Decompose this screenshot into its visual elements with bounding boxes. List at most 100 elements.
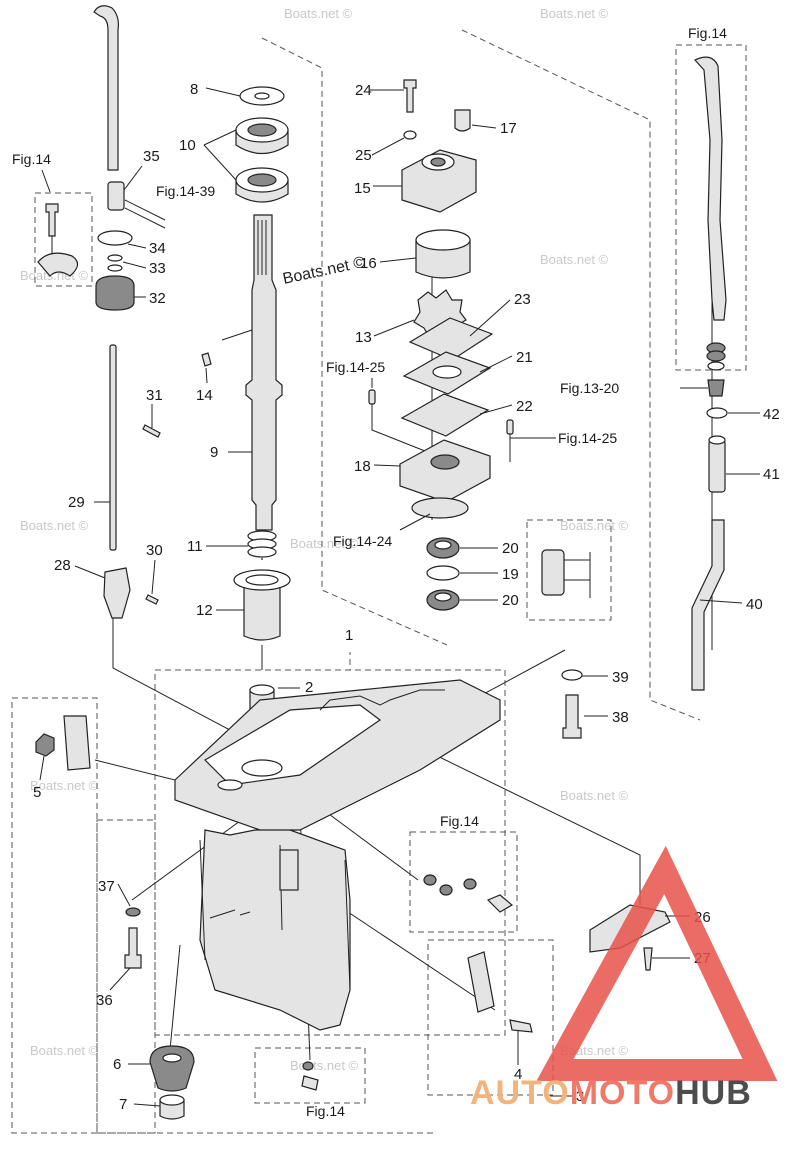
tube-41-part: [708, 435, 726, 493]
fig-ref-bottom: Fig.14: [306, 1103, 345, 1119]
watermark: Boats.net ©: [540, 6, 609, 21]
label-p2: 2: [305, 679, 313, 696]
fig-ref-14-25a: Fig.14-25: [326, 359, 385, 375]
sleeve-12-part: [233, 569, 291, 641]
label-p5: 5: [33, 784, 41, 801]
bottom-box: [96, 819, 156, 1134]
label-p34: 34: [149, 240, 166, 257]
fig14-topright-box: [675, 44, 747, 371]
label-p4: 4: [514, 1066, 522, 1083]
ring-33b-part: [107, 264, 123, 272]
fig-ref-14-24: Fig.14-24: [333, 533, 392, 549]
dashed-group-outlines: [11, 29, 747, 1134]
label-p18: 18: [354, 458, 371, 475]
watermark-center: Boats.net ©: [281, 254, 367, 288]
seal-13-20-part: [707, 379, 725, 397]
watermark: Boats.net ©: [290, 1058, 359, 1073]
label-p42: 42: [763, 406, 780, 423]
label-p6: 6: [113, 1056, 121, 1073]
label-p24: 24: [355, 82, 372, 99]
label-p28: 28: [54, 557, 71, 574]
watermark: Boats.net ©: [284, 6, 353, 21]
parts-artwork: [35, 5, 728, 1120]
upper-outline-left: [261, 37, 448, 646]
fig-ref-left: Fig.14: [12, 151, 51, 167]
label-p41: 41: [763, 466, 780, 483]
shift-rod-29-part: [109, 344, 117, 551]
label-p7: 7: [119, 1096, 127, 1113]
logo-moto: MOTO: [569, 1074, 676, 1112]
pinion-6-part: [149, 1045, 195, 1092]
label-p39: 39: [612, 669, 629, 686]
callout-labels: 1 2 3 4 5 6 7 8 9 10 11 12 13 14 15 16 1…: [33, 81, 780, 1113]
bolt-24-part: [403, 79, 417, 113]
label-p11: 11: [187, 538, 203, 555]
label-p3: 3: [576, 1088, 584, 1105]
label-p8: 8: [190, 81, 198, 98]
pump-housing-15-part: [401, 149, 477, 213]
label-p20a: 20: [502, 540, 519, 557]
label-p37: 37: [98, 878, 115, 895]
seal-fig14-part: [706, 342, 726, 362]
slot-box: [427, 939, 554, 1096]
label-p1: 1: [345, 627, 353, 644]
label-p35: 35: [143, 148, 160, 165]
fig-ref-mid: Fig.14: [440, 813, 479, 829]
oil-seal-20b-part: [426, 589, 460, 611]
slotted-plate-part: [467, 951, 495, 1013]
automotohub-logo: AUTOMOTOHUB: [470, 1074, 752, 1113]
bolt-38-part: [562, 694, 582, 739]
label-p13: 13: [355, 329, 372, 346]
logo-hub: HUB: [675, 1074, 752, 1112]
logo-auto: AUTO: [470, 1074, 570, 1112]
label-p21: 21: [516, 349, 533, 366]
label-p14: 14: [196, 387, 213, 404]
label-p9: 9: [210, 444, 218, 461]
nut-5-part: [35, 733, 55, 757]
cam-28-part: [103, 567, 131, 619]
seal-32-part: [95, 275, 135, 311]
liner-16-part: [415, 229, 471, 279]
nut-7-part: [159, 1094, 185, 1120]
gasket-23-part: [408, 317, 494, 361]
driveshaft-9-part: [245, 214, 283, 531]
label-p15: 15: [354, 180, 371, 197]
bolt-36-part: [124, 927, 142, 969]
holder-part: [541, 549, 591, 598]
grommet-17-part: [454, 109, 471, 132]
figure-references: Fig.14 Fig.14 Fig.14-39 Fig.14-25 Fig.14…: [12, 25, 727, 1119]
water-tube-40-part: [691, 519, 725, 691]
label-p38: 38: [612, 709, 629, 726]
watermark: Boats.net ©: [290, 536, 359, 551]
label-p29: 29: [68, 494, 85, 511]
washer-19-part: [426, 565, 460, 581]
label-p16: 16: [360, 255, 377, 272]
leader-1: [155, 652, 351, 671]
holder-box: [526, 519, 612, 621]
label-p32: 32: [149, 290, 166, 307]
label-p25: 25: [355, 147, 372, 164]
dowel-25b-part: [506, 419, 514, 435]
upper-outline-right: [461, 29, 701, 721]
pin-30-part: [145, 594, 159, 605]
watermark: Boats.net ©: [30, 1043, 99, 1058]
ring-42-part: [706, 407, 728, 419]
leader-lines: [51, 60, 713, 1061]
key-14-part: [201, 352, 212, 367]
screw-27-part: [643, 947, 653, 971]
fig-ref-14-39: Fig.14-39: [156, 183, 215, 199]
washer-39-part: [561, 669, 583, 681]
fig14-left-box: [34, 192, 93, 287]
watermark: Boats.net ©: [540, 252, 609, 267]
label-p17: 17: [500, 120, 517, 137]
label-p30: 30: [146, 542, 163, 559]
o-ring-34-part: [97, 230, 133, 246]
label-p19: 19: [502, 566, 519, 583]
washer-25-part: [403, 130, 417, 140]
label-p23: 23: [514, 291, 531, 308]
screws-fig14-part: [423, 874, 514, 913]
watermark: Boats.net ©: [560, 788, 629, 803]
watermark: Boats.net ©: [20, 518, 89, 533]
fig-ref-13-20: Fig.13-20: [560, 380, 619, 396]
label-p10: 10: [179, 137, 196, 154]
